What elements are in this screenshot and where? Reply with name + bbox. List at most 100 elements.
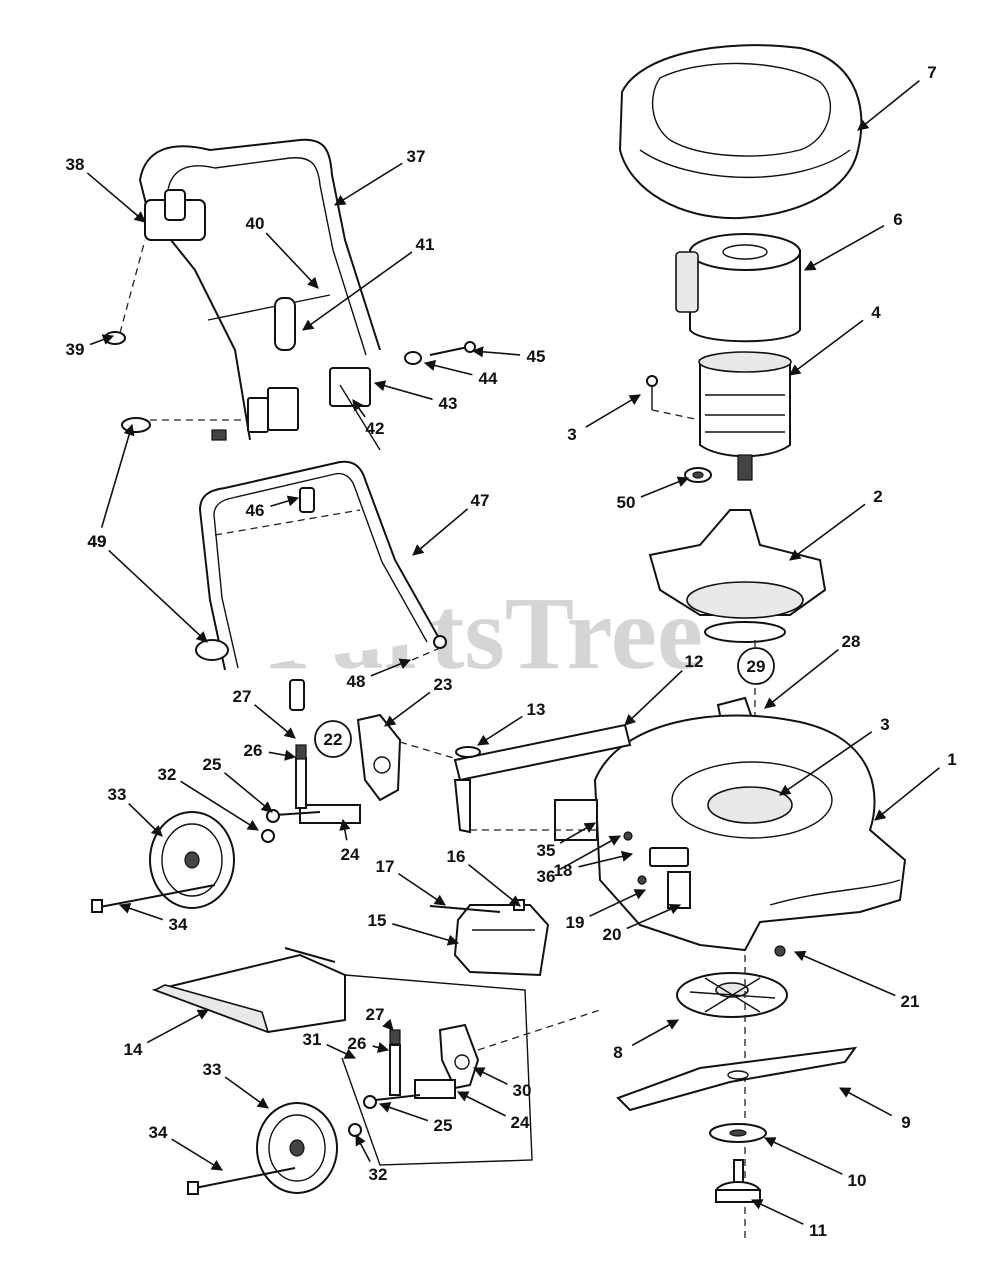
leader-line-3	[585, 394, 641, 428]
callout-label-27: 27	[366, 1005, 385, 1024]
leader-line-1	[874, 767, 940, 821]
leader-line-34	[118, 902, 164, 921]
leader-line-27	[382, 1018, 394, 1031]
part-clip	[455, 746, 481, 758]
leader-line-32	[355, 1134, 371, 1163]
part-blade-bolt	[715, 1159, 761, 1203]
callout-label-2: 2	[873, 487, 882, 506]
leader-line-38	[86, 172, 146, 223]
part-blade	[616, 1046, 858, 1112]
callout-label-42: 42	[366, 419, 385, 438]
leader-line-34	[171, 1138, 223, 1171]
leader-line-26	[372, 1042, 390, 1053]
leader-line-13	[477, 715, 523, 746]
part-rear-wheel-assembly-lower	[341, 974, 601, 1166]
callout-label-16: 16	[447, 847, 466, 866]
callout-label-6: 6	[893, 210, 902, 229]
callout-label-31: 31	[303, 1030, 322, 1049]
callout-label-1: 1	[947, 750, 956, 769]
callout-label-50: 50	[617, 493, 636, 512]
callout-label-9: 9	[901, 1113, 910, 1132]
part-clip-a	[121, 417, 245, 441]
leader-line-17	[397, 872, 446, 906]
part-motor-mount	[648, 509, 827, 643]
leader-line-50	[640, 476, 690, 498]
leader-line-25	[378, 1102, 429, 1122]
leader-line-20	[626, 903, 682, 930]
leader-line-30	[472, 1067, 508, 1085]
leader-line-23	[384, 691, 431, 727]
leader-line-49	[100, 423, 135, 528]
part-cable-guide	[274, 297, 296, 351]
callout-label-4: 4	[871, 303, 881, 322]
leader-line-43	[373, 380, 433, 401]
part-washer	[684, 467, 712, 483]
callout-label-39: 39	[66, 340, 85, 359]
leader-line-24	[456, 1091, 506, 1117]
part-rear-guard	[151, 947, 346, 1034]
part-lower-handle	[195, 460, 447, 711]
callout-label-35: 35	[537, 841, 556, 860]
leader-line-15	[392, 923, 460, 946]
callout-label-49: 49	[88, 532, 107, 551]
leader-line-36	[559, 835, 621, 871]
callout-label-13: 13	[527, 700, 546, 719]
leader-line-33	[128, 802, 163, 837]
leader-line-44	[423, 359, 473, 376]
leader-line-19	[589, 889, 647, 917]
callout-label-26: 26	[244, 741, 263, 760]
callout-label-22: 22	[324, 730, 343, 749]
leader-line-35	[559, 822, 596, 844]
leader-line-25	[223, 772, 273, 813]
part-upper-handle	[138, 138, 381, 441]
callout-label-20: 20	[603, 925, 622, 944]
callout-label-29: 29	[747, 657, 766, 676]
callout-label-26: 26	[348, 1034, 367, 1053]
leader-line-26	[268, 749, 297, 761]
leader-line-41	[302, 251, 413, 331]
callout-label-3: 3	[567, 425, 576, 444]
callout-label-34: 34	[169, 915, 188, 934]
part-blade-washer	[709, 1123, 767, 1143]
part-wheel-lower	[187, 1102, 338, 1195]
leader-line-24	[339, 818, 351, 841]
leader-line-31	[326, 1043, 357, 1059]
part-motor	[698, 351, 792, 481]
callout-label-34: 34	[149, 1123, 168, 1142]
callout-label-23: 23	[434, 675, 453, 694]
leader-line-33	[224, 1076, 269, 1109]
callout-label-41: 41	[416, 235, 435, 254]
callout-circle-22	[314, 720, 352, 758]
callout-label-11: 11	[809, 1221, 827, 1240]
leader-line-21	[793, 950, 896, 997]
callout-circle-29	[737, 647, 775, 685]
part-mower-deck	[593, 714, 907, 952]
callout-label-12: 12	[685, 652, 704, 671]
leader-line-16	[468, 863, 521, 907]
callout-label-37: 37	[407, 147, 426, 166]
leader-line-4	[789, 319, 864, 376]
part-handle-bolt	[404, 341, 476, 365]
callout-label-25: 25	[203, 755, 222, 774]
leader-line-18	[578, 850, 634, 868]
leader-line-11	[750, 1199, 804, 1225]
leader-line-49	[108, 549, 208, 643]
leader-line-42	[352, 399, 366, 418]
leader-line-7	[857, 80, 920, 131]
callout-label-40: 40	[246, 214, 265, 233]
callout-label-33: 33	[108, 785, 127, 804]
callout-label-17: 17	[376, 857, 395, 876]
callout-label-3: 3	[880, 715, 889, 734]
part-switch-block	[247, 367, 381, 451]
leader-line-46	[270, 495, 300, 508]
leader-line-10	[763, 1137, 843, 1175]
part-rear-wheel-assembly-upper	[261, 713, 461, 843]
leader-line-9	[839, 1087, 893, 1117]
part-fan	[676, 955, 788, 1240]
callout-label-44: 44	[479, 369, 498, 388]
leader-line-3	[779, 731, 873, 796]
part-motor-housing	[675, 233, 801, 343]
callout-label-36: 36	[537, 867, 556, 886]
